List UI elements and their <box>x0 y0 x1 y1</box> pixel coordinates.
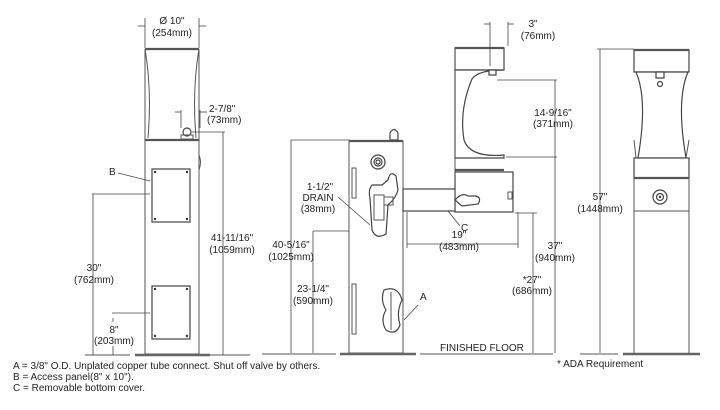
access-panel-lower <box>151 285 191 340</box>
dim-nozzle-offset-in: 3" <box>528 19 538 30</box>
legend-b: B = Access panel(8" x 10"). <box>13 372 134 383</box>
dim-diameter-mm: (254mm) <box>152 28 192 39</box>
dim-overall-height-in: 57" <box>593 192 608 203</box>
legend-c: C = Removable bottom cover. <box>13 383 145 394</box>
right-view <box>580 48 700 356</box>
side-filler-curve <box>454 69 505 159</box>
dim-bottom-panel-in: 8" <box>109 325 119 336</box>
dim-side-height-mm: (1025mm) <box>268 252 314 263</box>
dim-panel-height-mm: (762mm) <box>74 275 114 286</box>
right-filler-head <box>633 49 690 73</box>
dim-depth-in: 19" <box>452 230 467 241</box>
dim-diameter-in: Ø 10" <box>159 16 185 27</box>
front-left-curve <box>144 48 150 139</box>
right-basin <box>633 157 690 179</box>
dim-pedestal-height-mm: (1059mm) <box>209 245 255 256</box>
supply-tube-a <box>381 288 403 333</box>
dim-ada-height-in: *27" <box>523 275 542 286</box>
access-panel-upper <box>151 168 191 223</box>
side-arm <box>402 188 462 212</box>
nozzle <box>488 69 497 76</box>
callout-b: B <box>109 167 116 178</box>
dim-nozzle-offset-mm: (76mm) <box>521 31 555 42</box>
front-right-curve <box>194 48 200 139</box>
dim-depth-mm: (483mm) <box>439 242 479 253</box>
dim-bottom-panel-mm: (203mm) <box>94 336 134 347</box>
ada-note: * ADA Requirement <box>557 359 643 370</box>
dim-ada-height-mm: (686mm) <box>512 286 552 297</box>
dim-filler-clearance-in: 14-9/16" <box>534 108 572 119</box>
callout-c: C <box>461 223 468 234</box>
callout-a: A <box>420 292 427 303</box>
dim-side-height-in: 40-5/16" <box>272 240 310 251</box>
dim-supply-height-in: 23-1/4" <box>297 284 329 295</box>
cover-c-latch <box>454 194 481 207</box>
dim-supply-height-mm: (590mm) <box>293 296 333 307</box>
dim-drain-label: DRAIN <box>302 193 333 204</box>
finished-floor-label: FINISHED FLOOR <box>440 343 524 354</box>
legend-a: A = 3/8" O.D. Unplated copper tube conne… <box>13 361 320 372</box>
front-view <box>85 18 250 357</box>
dim-panel-height-in: 30" <box>87 263 102 274</box>
dim-overall-height-mm: (1448mm) <box>577 204 623 215</box>
dim-bubbler-offset-in: 2-7/8" <box>209 104 236 115</box>
front-side-bump <box>198 154 201 171</box>
side-filler-head <box>454 47 505 71</box>
dim-rim-height-mm: (940mm) <box>535 253 575 264</box>
side-bubbler <box>389 128 399 141</box>
dim-drain-in: 1-1/2" <box>307 182 334 193</box>
front-bubbler <box>182 127 192 137</box>
dim-bubbler-offset-mm: (73mm) <box>207 115 241 126</box>
dim-pedestal-height-in: 41-11/16" <box>211 233 254 244</box>
side-view <box>262 22 557 356</box>
dim-drain-mm: (38mm) <box>301 204 335 215</box>
right-nozzle <box>656 80 664 88</box>
dim-rim-height-in: 37" <box>548 241 563 252</box>
dim-filler-clearance-mm: (371mm) <box>533 119 573 130</box>
